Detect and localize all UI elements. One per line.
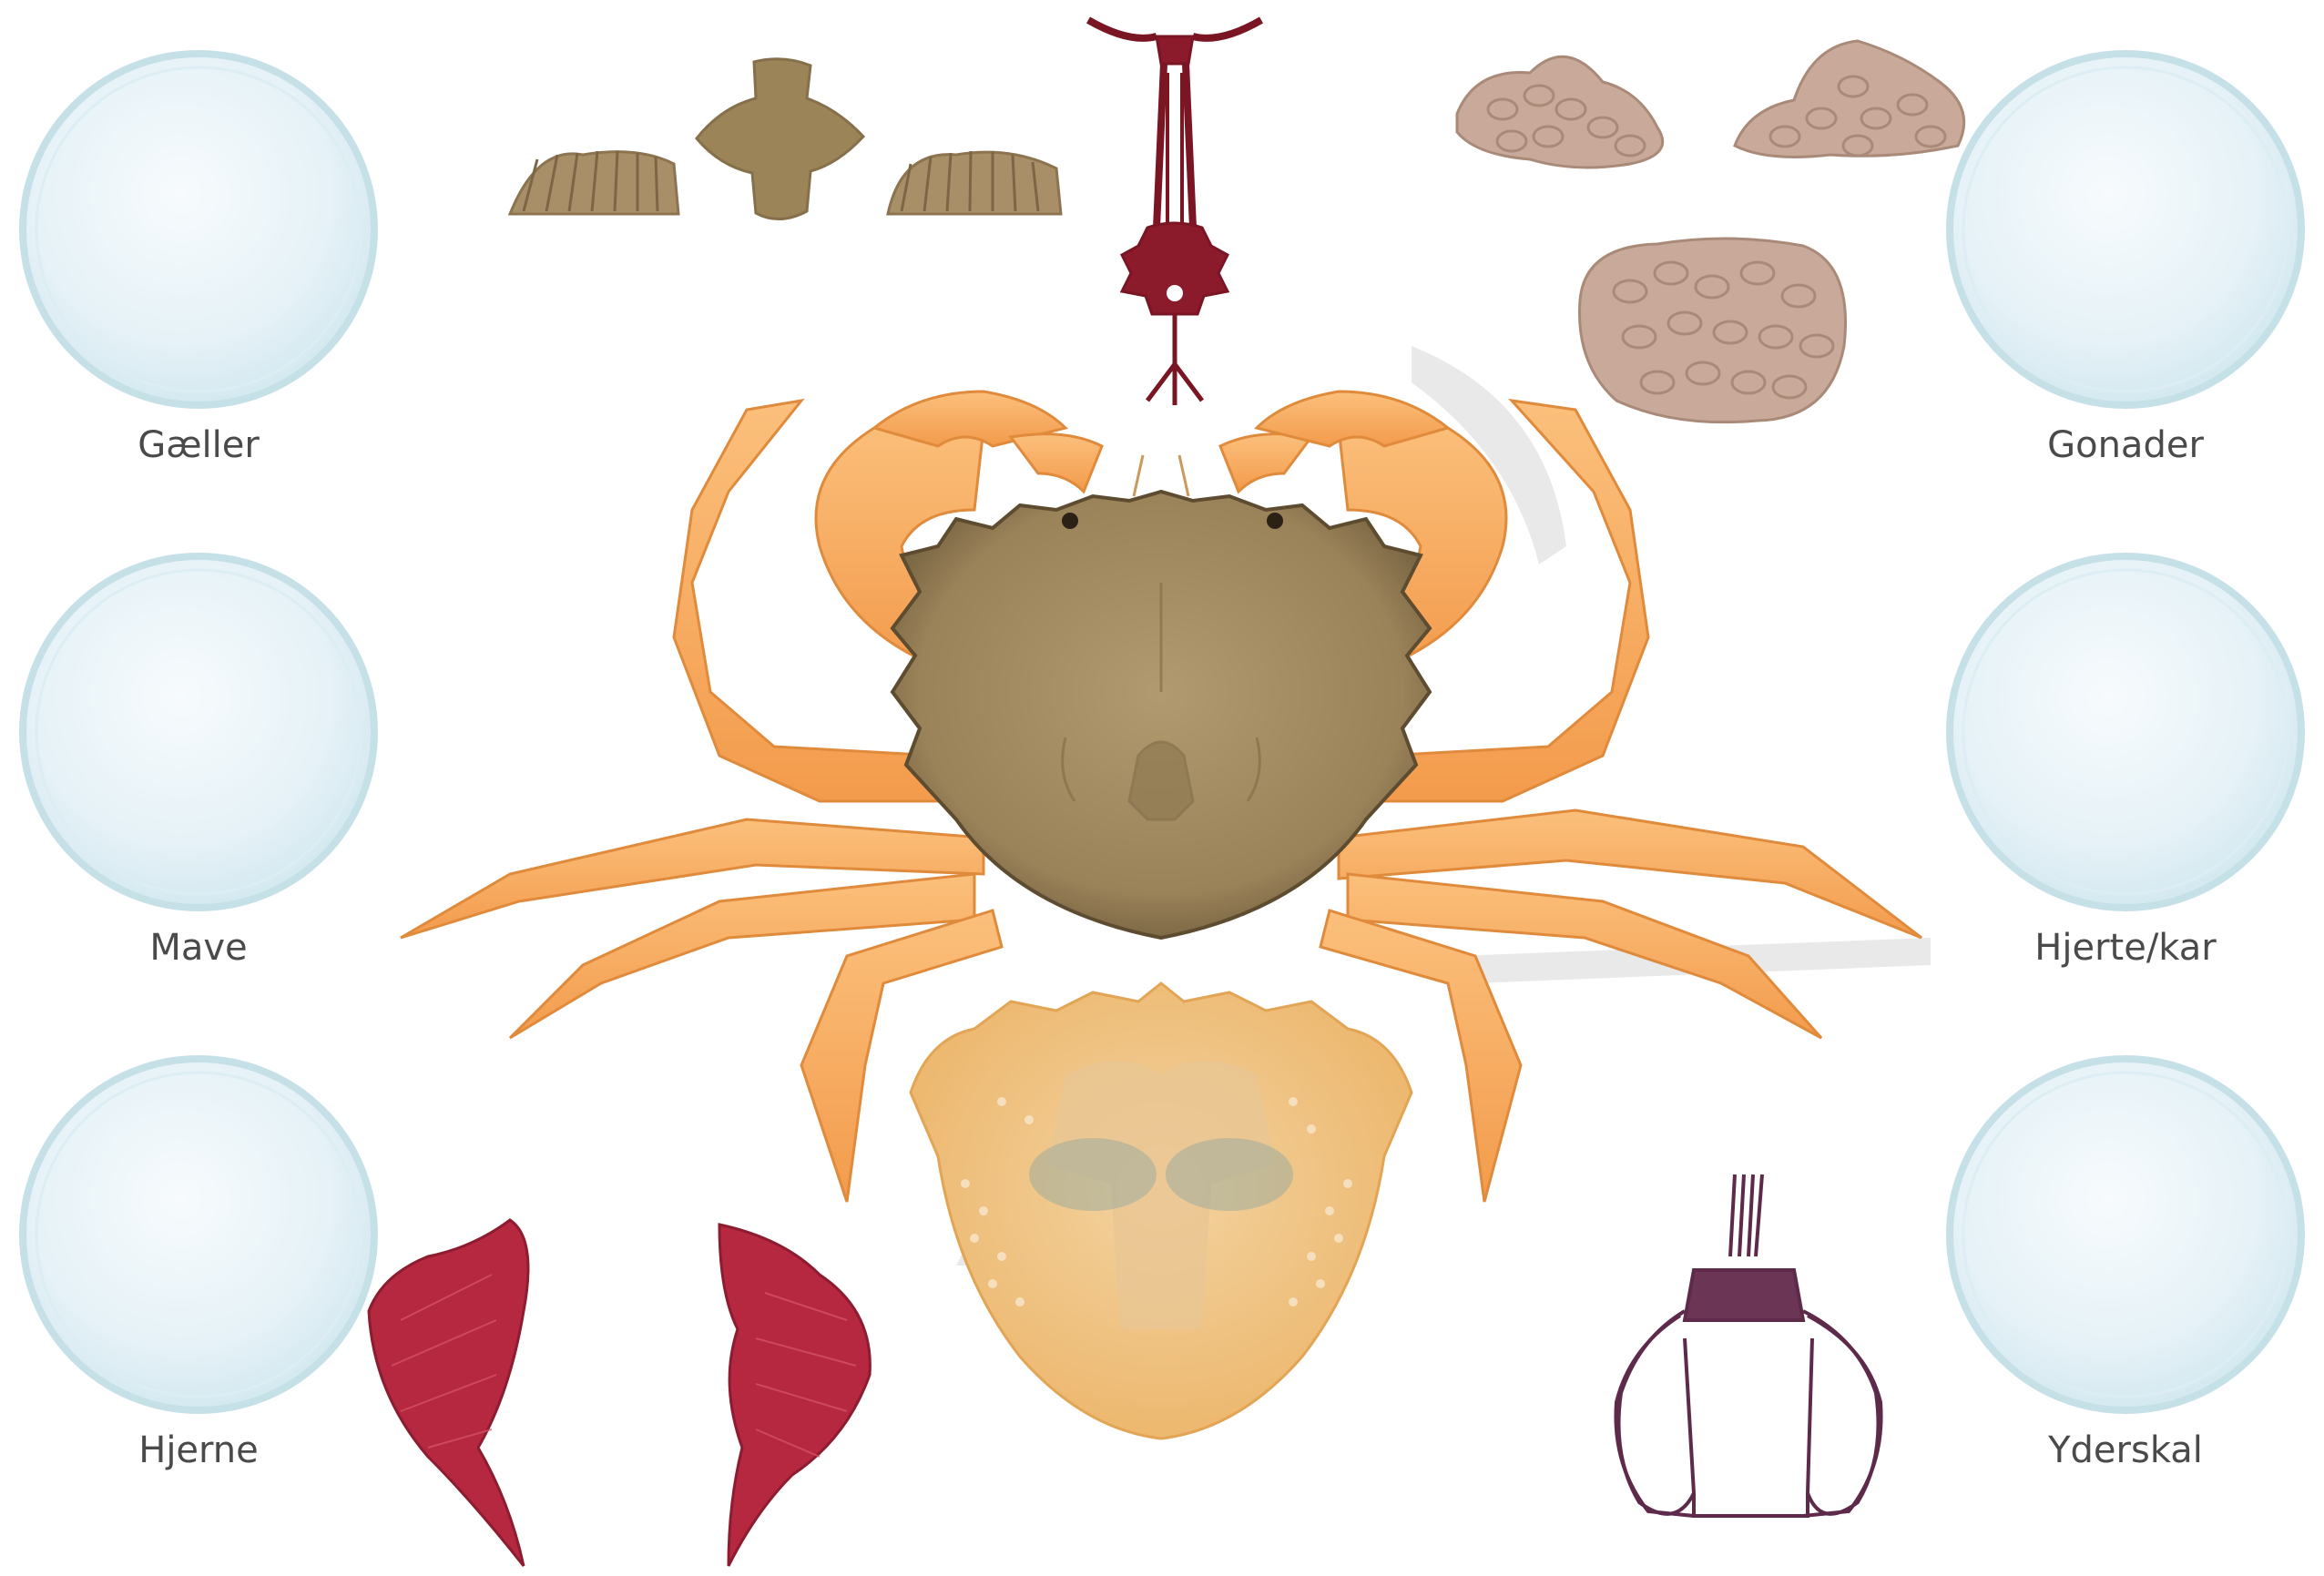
gill-left bbox=[510, 151, 678, 214]
gonad-bottom bbox=[1580, 239, 1846, 422]
muscle-part[interactable] bbox=[369, 1220, 870, 1566]
dish-label-gills: Gæller bbox=[7, 424, 390, 466]
dish-stomach[interactable] bbox=[23, 556, 374, 908]
dish-label-stomach: Mave bbox=[7, 927, 390, 969]
dish-label-shell: Yderskal bbox=[1934, 1429, 2317, 1471]
dish-shell[interactable] bbox=[1950, 1059, 2301, 1410]
gonad-right bbox=[1735, 41, 1964, 157]
dish-gonads[interactable] bbox=[1950, 54, 2301, 405]
dish-label-brain: Hjerne bbox=[7, 1429, 390, 1471]
heart-part[interactable] bbox=[1088, 20, 1261, 405]
dish-label-gonads: Gonader bbox=[1934, 424, 2317, 466]
dish-brain[interactable] bbox=[23, 1059, 374, 1410]
gonads-part[interactable] bbox=[1457, 41, 1964, 422]
brain-part[interactable] bbox=[1616, 1174, 1881, 1516]
dish-label-heart: Hjerte/kar bbox=[1934, 927, 2317, 969]
shell-part[interactable] bbox=[911, 983, 1412, 1439]
stomach-part[interactable] bbox=[697, 59, 863, 219]
dish-heart[interactable] bbox=[1950, 556, 2301, 908]
gill-right bbox=[888, 151, 1061, 214]
dish-gills[interactable] bbox=[23, 54, 374, 405]
gonad-left bbox=[1457, 56, 1663, 168]
